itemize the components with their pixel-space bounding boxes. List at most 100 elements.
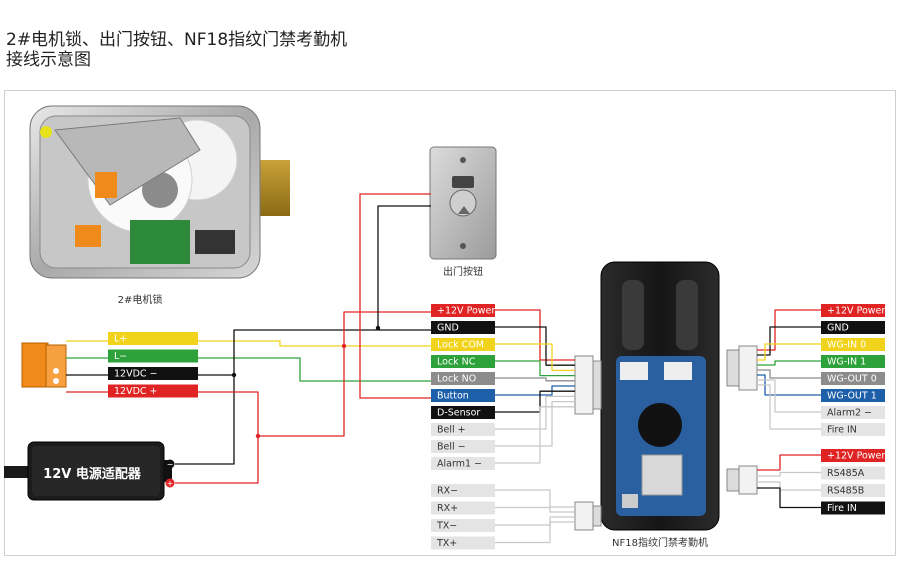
wire-rs485-1 [757,471,821,477]
adapter-plus-mark: + [167,479,174,488]
lock-wire-label-3: 12VDC + [114,386,158,397]
wire-center-9 [495,406,575,464]
nf18-terminal-illustration [600,261,720,531]
junction-power-crossing [341,343,347,349]
serial-terminal-label-3: TX+ [436,538,457,549]
wire-wiegand-0 [757,309,821,351]
lock-wire-box-2 [108,367,198,380]
junction-gnd [231,372,237,378]
rs485-terminal-box-2 [821,484,885,497]
center-terminal-box-8 [431,440,495,453]
center-connector [574,355,602,415]
lock-wire-box-1 [108,349,198,363]
wire-center-2 [495,343,575,372]
serial-terminal-label-2: TX− [436,521,457,532]
lock-wire-box-3 [108,384,198,398]
wire-dc-plus [175,391,259,484]
center-terminal-label-2: Lock COM [437,340,484,351]
wiegand-terminal-box-3 [821,355,885,368]
center-terminal-box-4 [431,372,495,385]
title-line-2: 接线示意图 [6,50,91,70]
wire-lock-com [198,340,431,347]
center-terminal-label-4: Lock NO [437,374,476,385]
serial-terminal-box-0 [431,484,495,497]
wire-serial-1 [495,506,575,513]
serial-terminal-box-2 [431,519,495,532]
wiegand-terminal-label-7: Fire IN [827,425,857,436]
wire-wiegand-6 [757,379,821,413]
power-adapter-caption: 12V 电源适配器 [43,466,142,482]
center-terminal-box-6 [431,406,495,419]
title-line-1: 2#电机锁、出门按钮、NF18指纹门禁考勤机 [6,30,348,50]
lock-wire-labels: L+L−12VDC −12VDC + [108,332,198,398]
center-terminal-box-1 [431,321,495,334]
wiegand-terminal-box-0 [821,304,885,317]
wire-serial-2 [495,516,575,526]
wires [66,193,821,544]
center-terminal-label-8: Bell − [437,442,466,453]
wiegand-terminal-box-7 [821,423,885,436]
center-terminal-label-1: GND [437,323,459,334]
lock-wire-label-2: 12VDC − [114,369,158,380]
lock-wire-label-1: L− [114,351,127,362]
center-terminal-box-2 [431,338,495,351]
wire-wiegand-1 [757,326,821,356]
wire-center-5 [495,385,575,396]
wire-power [258,311,431,437]
wiegand-terminal-label-0: +12V Power [827,306,885,317]
adapter-minus-terminal [165,459,175,469]
terminal-caption: NF18指纹门禁考勤机 [612,536,708,549]
motor-lock-illustration [29,105,290,279]
exit-button-illustration [429,146,497,260]
wire-rs485-0 [757,454,821,471]
rs485-terminal-label-3: Fire IN [827,503,857,514]
wiegand-terminal-box-4 [821,372,885,385]
wiegand-connector [726,345,758,391]
center-terminal-label-7: Bell + [437,425,466,436]
power-adapter-illustration [4,441,172,501]
serial-terminal-box-3 [431,536,495,550]
wire-wiegand-2 [757,343,821,361]
serial-terminal-box-1 [431,501,495,515]
lock-connector [21,342,67,388]
serial-connector [574,501,602,531]
rs485-connector [726,465,758,495]
center-terminal-box-5 [431,389,495,402]
wiegand-terminal-label-6: Alarm2 − [827,408,872,419]
center-terminal-label-6: D-Sensor [437,408,480,419]
center-terminal-label-3: Lock NC [437,357,476,368]
center-terminal-label-0: +12V Power [437,306,495,317]
wire-rs485-3 [757,487,821,509]
rs485-terminal-label-1: RS485A [827,468,865,479]
wiegand-terminal-label-2: WG-IN 0 [827,340,866,351]
wire-rs485-2 [757,481,821,491]
wiegand-terminal-box-5 [821,389,885,402]
center-terminal-box-7 [431,423,495,436]
wiegand-terminal-box-2 [821,338,885,351]
center-terminal-label-9: Alarm1 − [437,459,482,470]
motor-lock-caption: 2#电机锁 [118,293,163,306]
adapter-minus-mark: − [167,460,174,469]
rs485-terminal-box-1 [821,466,885,480]
wire-serial-0 [495,489,575,508]
wiegand-terminal-label-5: WG-OUT 1 [827,391,877,402]
wiegand-terminal-box-6 [821,406,885,419]
center-terminal-box-3 [431,355,495,368]
wire-gnd [233,329,431,375]
wiegand-terminal-label-3: WG-IN 1 [827,357,866,368]
wire-center-4 [495,377,575,382]
center-terminal-box-9 [431,457,495,470]
diagram-frame [4,90,896,556]
wire-wiegand-4 [757,369,821,379]
wire-dc-minus [175,374,235,465]
junction-power [255,433,261,439]
wire-wiegand-3 [757,360,821,366]
wiegand-terminal-label-1: GND [827,323,849,334]
exit-button-caption: 出门按钮 [443,265,483,278]
rs485-terminal-box-0 [821,449,885,462]
rs485-terminal-box-3 [821,501,885,515]
serial-terminal-labels: RX−RX+TX−TX+ [431,484,495,550]
